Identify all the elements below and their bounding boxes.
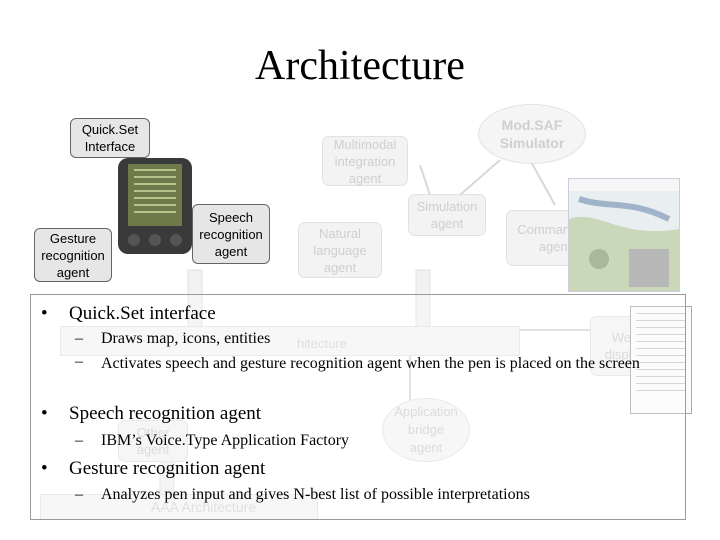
dash: – [75, 353, 83, 370]
other-agent: Other agent [118, 420, 188, 462]
bullet-list-panel: • Quick.Set interface – Draws map, icons… [30, 294, 686, 520]
bullet-gesture-recognition: Gesture recognition agent [69, 458, 266, 479]
pda-device-image [118, 158, 192, 254]
dash: – [75, 432, 83, 449]
sub-analyzes-pen-input: Analyzes pen input and gives N-best list… [101, 486, 530, 503]
application-bridge-agent: Application bridge agent [382, 398, 470, 462]
dash: – [75, 330, 83, 347]
sub-ibm-voicetype: IBM’s Voice.Type Application Factory [101, 432, 350, 449]
bullet-dot: • [41, 458, 48, 479]
slide-title: Architecture [255, 43, 465, 89]
facilitator-bar: hitecture [60, 326, 520, 356]
bullet-speech-recognition: Speech recognition agent [69, 403, 262, 424]
sub-activates-speech: Activates speech and gesture recognition… [101, 355, 640, 372]
speech-recognition-agent-box: Speech recognition agent [192, 204, 270, 264]
natural-language-agent: Natural language agent [298, 222, 382, 278]
dash: – [75, 486, 83, 503]
modsaf-simulator: Mod.SAF Simulator [478, 104, 586, 164]
web-display-image [630, 306, 692, 414]
map-screenshot-image [568, 178, 680, 292]
bullet-dot: • [41, 303, 48, 324]
gesture-recognition-agent-box: Gesture recognition agent [34, 228, 112, 282]
multimodal-integration-agent: Multimodal integration agent [322, 136, 408, 186]
bullet-quickset-interface: Quick.Set interface [69, 303, 216, 324]
bullet-dot: • [41, 403, 48, 424]
aaa-architecture-bar: AAA Architecture [40, 494, 318, 520]
sub-draws-map: Draws map, icons, entities [101, 330, 271, 347]
quickset-interface-box: Quick.Set Interface [70, 118, 150, 158]
simulation-agent: Simulation agent [408, 194, 486, 236]
